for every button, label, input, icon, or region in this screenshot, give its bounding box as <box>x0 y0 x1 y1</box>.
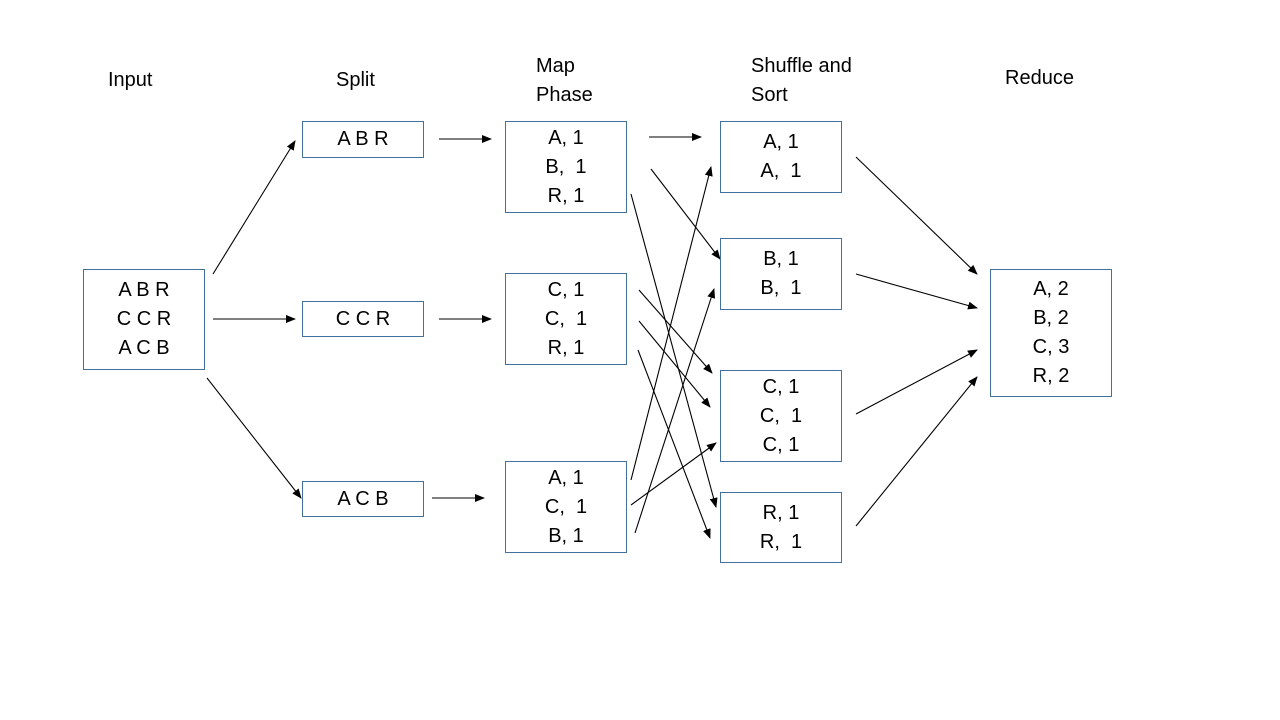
split-box-3: A C B <box>302 481 424 517</box>
arrow-map-3-a-to-shuffle-a <box>630 166 713 481</box>
shuffle-box-r: R, 1 R, 1 <box>720 492 842 563</box>
arrow-shuffle-c-to-reduce <box>855 349 978 415</box>
arrow-map-3-c-to-shuffle-c <box>630 442 717 506</box>
arrow-map-1-b-to-shuffle-b <box>650 168 721 260</box>
split-line: C C R <box>335 307 391 330</box>
map-pair: C, 1 <box>547 278 585 301</box>
shuffle-pair: B, 1 <box>760 277 802 299</box>
arrow-map-1-r-to-shuffle-r <box>630 193 718 508</box>
arrow-input-to-split-3 <box>206 377 302 499</box>
shuffle-pair: B, 1 <box>763 248 799 270</box>
shuffle-pair: A, 1 <box>763 131 799 153</box>
column-label-shuffle-and-sort: Shuffle and Sort <box>751 55 852 106</box>
shuffle-box-b: B, 1 B, 1 <box>720 238 842 310</box>
map-pair: A, 1 <box>548 466 584 489</box>
column-label-reduce: Reduce <box>1005 67 1074 89</box>
shuffle-box-a: A, 1 A, 1 <box>720 121 842 193</box>
arrow-shuffle-a-to-reduce <box>855 156 978 275</box>
arrow-shuffle-r-to-reduce <box>855 376 978 527</box>
reduce-result: R, 2 <box>1032 365 1070 387</box>
arrow-input-to-split-1 <box>212 140 296 275</box>
shuffle-pair: C, 1 <box>762 433 800 456</box>
arrow-map-2-r-to-shuffle-r <box>637 349 711 539</box>
map-pair: C, 1 <box>544 495 588 518</box>
map-pair: R, 1 <box>547 184 585 207</box>
split-box-1: A B R <box>302 121 424 158</box>
arrow-map-2-c-to-shuffle-c <box>638 289 713 374</box>
reduce-box: A, 2 B, 2 C, 3 R, 2 <box>990 269 1112 397</box>
input-line: A C B <box>118 337 170 359</box>
map-box-1: A, 1 B, 1 R, 1 <box>505 121 627 213</box>
column-label-map-phase: Map Phase <box>536 55 593 106</box>
reduce-result: A, 2 <box>1033 278 1069 300</box>
map-pair: B, 1 <box>545 155 587 178</box>
map-pair: C, 1 <box>544 307 588 330</box>
shuffle-box-c: C, 1 C, 1 C, 1 <box>720 370 842 462</box>
input-line: A B R <box>118 279 170 301</box>
map-box-3: A, 1 C, 1 B, 1 <box>505 461 627 553</box>
input-box: A B R C C R A C B <box>83 269 205 370</box>
map-pair: B, 1 <box>548 524 584 547</box>
shuffle-pair: R, 1 <box>762 501 800 524</box>
map-pair: R, 1 <box>547 336 585 359</box>
column-label-input: Input <box>108 69 153 91</box>
reduce-result: B, 2 <box>1033 307 1069 329</box>
split-box-2: C C R <box>302 301 424 337</box>
shuffle-pair: C, 1 <box>759 404 803 427</box>
reduce-result: C, 3 <box>1032 336 1070 358</box>
arrow-map-3-b-to-shuffle-b <box>634 288 716 534</box>
map-box-2: C, 1 C, 1 R, 1 <box>505 273 627 365</box>
arrow-map-2-c2-to-shuffle-c <box>638 320 711 408</box>
arrow-shuffle-b-to-reduce <box>855 273 978 310</box>
map-pair: A, 1 <box>548 126 584 149</box>
split-line: A C B <box>337 487 389 510</box>
shuffle-pair: R, 1 <box>759 530 803 553</box>
column-label-split: Split <box>336 69 375 91</box>
input-line: C C R <box>116 308 172 330</box>
split-line: A B R <box>337 128 389 150</box>
shuffle-pair: C, 1 <box>762 375 800 398</box>
shuffle-pair: A, 1 <box>760 160 802 182</box>
